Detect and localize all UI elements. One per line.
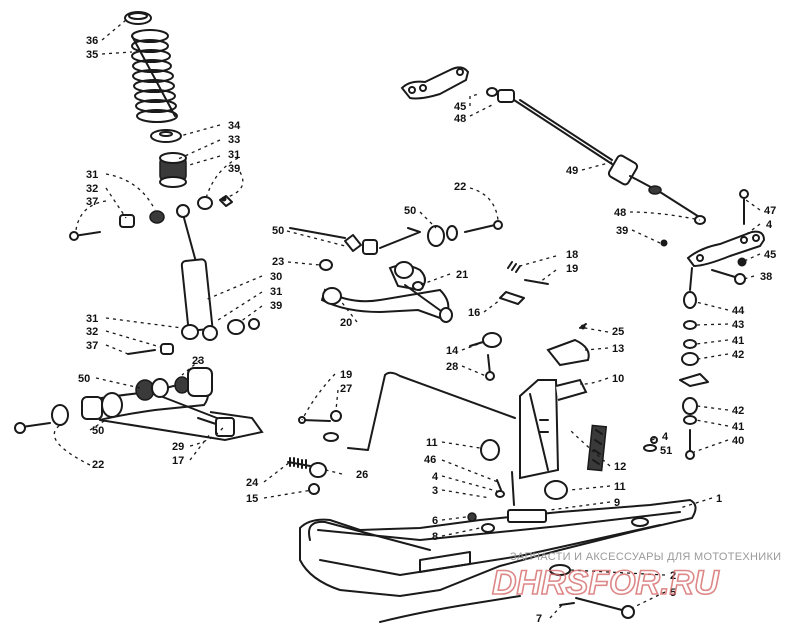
callout-33: 33 xyxy=(228,134,240,146)
callout-38: 38 xyxy=(760,271,772,283)
callout-1: 1 xyxy=(716,493,722,505)
callout-23: 23 xyxy=(272,256,284,268)
callout-34: 34 xyxy=(228,120,241,132)
ski xyxy=(299,436,697,623)
shock-absorber xyxy=(176,204,218,341)
callout-14: 14 xyxy=(446,345,459,357)
watermark-caption: ЗАПЧАСТИ И АКСЕССУАРЫ ДЛЯ МОТОТЕХНИКИ xyxy=(510,551,781,563)
callout-31: 31 xyxy=(228,149,240,161)
steering-arm-right xyxy=(660,189,766,285)
coil-spring xyxy=(131,29,178,123)
callout-22: 22 xyxy=(454,181,466,193)
leader-lines xyxy=(53,19,761,619)
callout-37: 37 xyxy=(86,340,98,352)
callout-15: 15 xyxy=(246,493,258,505)
callout-42: 42 xyxy=(732,405,744,417)
callout-7: 7 xyxy=(536,613,542,625)
callout-50: 50 xyxy=(404,205,416,217)
callout-46: 46 xyxy=(424,454,436,466)
steering-post-stack xyxy=(679,267,709,460)
callout-21: 21 xyxy=(456,269,468,281)
callout-11: 11 xyxy=(426,437,438,449)
callout-26: 26 xyxy=(356,469,368,481)
watermark-logo: DHRSFOR.RU xyxy=(492,564,720,602)
callout-49: 49 xyxy=(566,165,578,177)
upper-a-arm xyxy=(289,220,503,323)
lower-a-arm xyxy=(14,367,264,442)
callout-25: 25 xyxy=(612,326,624,338)
wear-bar xyxy=(379,595,521,623)
callout-3: 3 xyxy=(432,485,438,497)
steering-arm-top xyxy=(400,66,706,225)
callout-2: 2 xyxy=(670,570,676,582)
callout-32: 32 xyxy=(86,326,98,338)
upper-bushing-group xyxy=(69,195,233,241)
callout-22: 22 xyxy=(92,459,104,471)
callout-11: 11 xyxy=(614,481,626,493)
steering-rod xyxy=(347,371,516,451)
callout-39: 39 xyxy=(228,163,240,175)
callout-31: 31 xyxy=(86,169,98,181)
ski-loop-handle xyxy=(308,520,431,551)
callout-4: 4 xyxy=(432,471,439,483)
callout-39: 39 xyxy=(616,225,628,237)
callout-48: 48 xyxy=(454,113,466,125)
callout-18: 18 xyxy=(566,249,578,261)
callout-50: 50 xyxy=(272,225,284,237)
callout-19: 19 xyxy=(566,263,578,275)
callout-31: 31 xyxy=(270,286,282,298)
callout-36: 36 xyxy=(86,35,98,47)
callout-32: 32 xyxy=(86,183,98,195)
spindle xyxy=(480,323,608,506)
callout-9: 9 xyxy=(614,497,620,509)
callout-13: 13 xyxy=(612,343,624,355)
callout-27: 27 xyxy=(340,383,352,395)
callout-19: 19 xyxy=(340,369,352,381)
callout-24: 24 xyxy=(246,477,259,489)
callout-35: 35 xyxy=(86,49,98,61)
watermark: ЗАПЧАСТИ И АКСЕССУАРЫ ДЛЯ МОТОТЕХНИКИ DH… xyxy=(491,551,781,603)
callout-51: 51 xyxy=(660,445,672,457)
callout-12: 12 xyxy=(614,461,626,473)
lower-bushing-group xyxy=(127,318,260,355)
callout-40: 40 xyxy=(732,435,744,447)
callout-6: 6 xyxy=(432,515,438,527)
callout-10: 10 xyxy=(612,373,624,385)
callout-43: 43 xyxy=(732,319,744,331)
callout-4: 4 xyxy=(766,219,773,231)
callout-37: 37 xyxy=(86,196,98,208)
callout-50: 50 xyxy=(78,373,90,385)
callout-45: 45 xyxy=(764,249,776,261)
callout-48: 48 xyxy=(614,207,626,219)
tie-rod-end xyxy=(287,410,342,495)
callout-30: 30 xyxy=(270,271,282,283)
callout-23: 23 xyxy=(192,355,204,367)
callout-31: 31 xyxy=(86,313,98,325)
callout-8: 8 xyxy=(432,531,438,543)
callout-50: 50 xyxy=(92,425,104,437)
callout-16: 16 xyxy=(468,307,480,319)
callout-41: 41 xyxy=(732,421,744,433)
callout-17: 17 xyxy=(172,455,184,467)
steering-cable xyxy=(513,99,613,165)
callout-29: 29 xyxy=(172,441,184,453)
callout-20: 20 xyxy=(340,317,352,329)
callout-4: 4 xyxy=(662,431,669,443)
callout-41: 41 xyxy=(732,335,744,347)
callout-39: 39 xyxy=(270,300,282,312)
shock-spring-assembly xyxy=(124,11,187,188)
callout-5: 5 xyxy=(670,587,676,599)
callout-47: 47 xyxy=(764,205,776,217)
callout-42: 42 xyxy=(732,349,744,361)
ball-joint xyxy=(469,261,549,381)
callout-numbers: 36 35 34 33 31 39 31 32 37 30 31 39 31 3… xyxy=(78,35,776,625)
callout-44: 44 xyxy=(732,305,745,317)
callout-28: 28 xyxy=(446,361,458,373)
callout-45: 45 xyxy=(454,101,466,113)
